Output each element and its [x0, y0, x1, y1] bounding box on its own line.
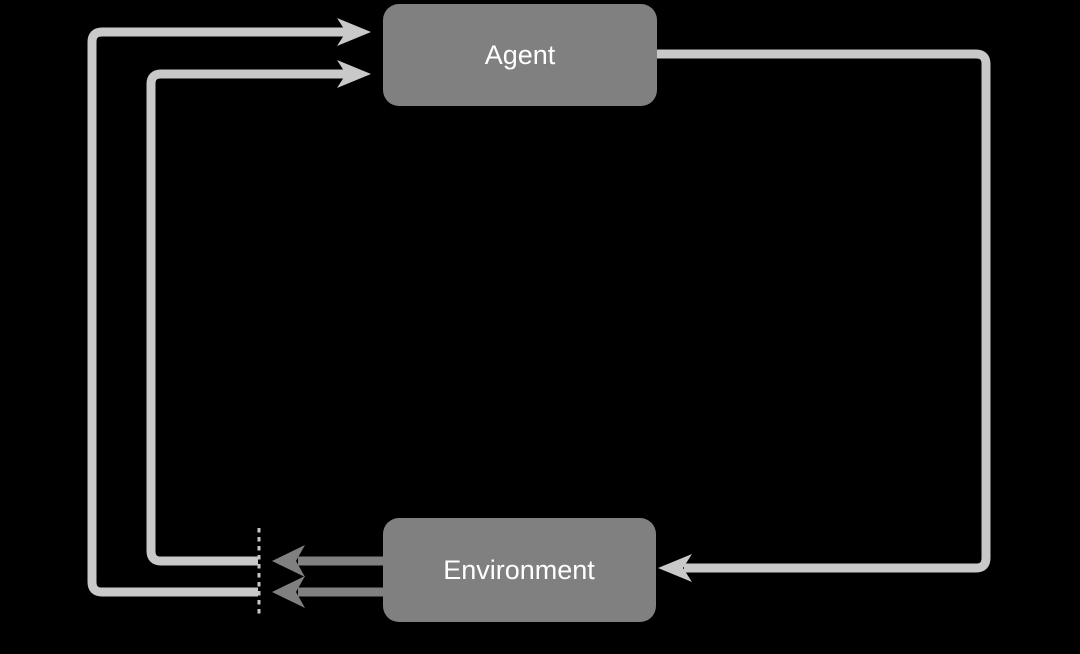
environment-output-lower-arrowhead-icon — [272, 576, 305, 608]
agent-node — [383, 4, 657, 106]
environment-to-agent-inner-edge — [146, 69, 346, 566]
agent-to-environment-arrowhead-icon — [658, 554, 692, 582]
environment-to-agent-outer-edge — [87, 27, 346, 597]
environment-to-agent-outer-arrowhead-icon — [337, 18, 371, 46]
agent-label: Agent — [485, 40, 556, 70]
environment-node — [383, 518, 656, 622]
environment-output-upper-arrowhead-icon — [272, 545, 305, 577]
agent-to-environment-edge — [657, 49, 991, 573]
environment-label: Environment — [443, 555, 595, 585]
environment-to-agent-inner-arrowhead-icon — [337, 60, 371, 88]
